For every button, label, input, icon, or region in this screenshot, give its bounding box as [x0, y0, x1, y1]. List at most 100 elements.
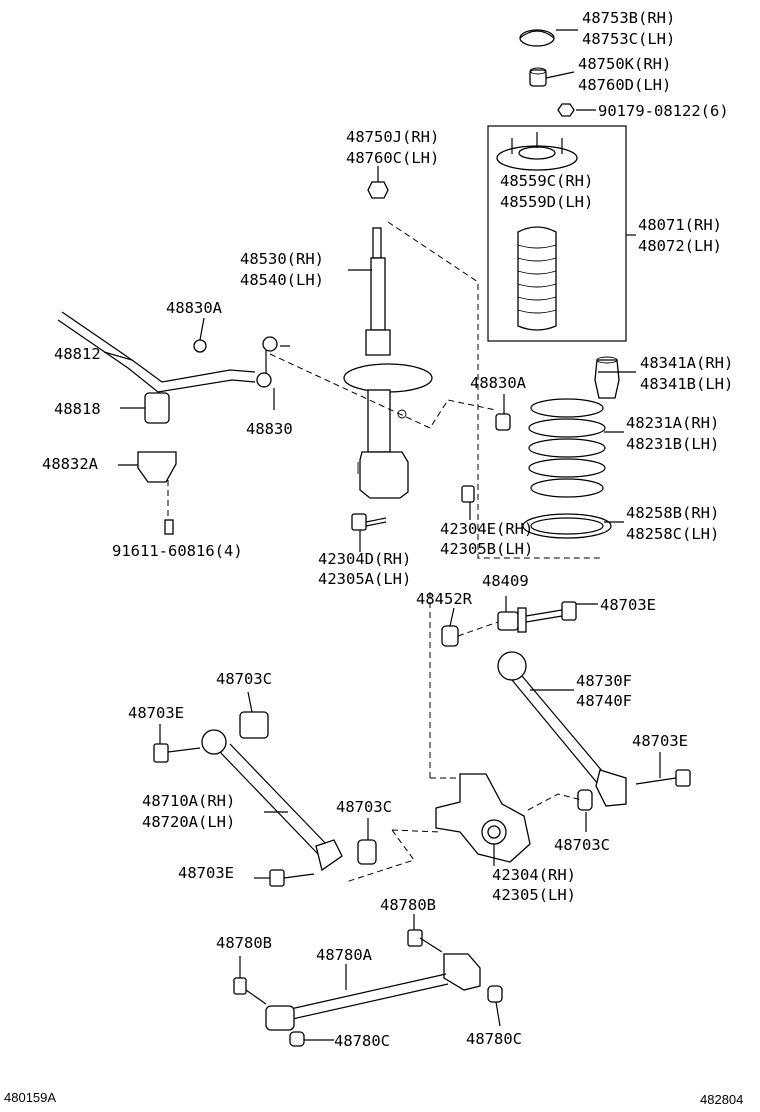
part-label-48703C-upper: 48703C	[216, 670, 272, 688]
svg-text:42305A(LH): 42305A(LH)	[318, 570, 411, 588]
strut-drawing	[343, 181, 433, 499]
part-label-48341: 48341A(RH) 48341B(LH)	[640, 354, 733, 393]
svg-text:90179-08122(6): 90179-08122(6)	[598, 102, 729, 120]
svg-text:91611-60816(4): 91611-60816(4)	[112, 542, 243, 560]
part-label-48830A-right: 48830A	[470, 374, 527, 392]
mount-bushing-drawing	[529, 67, 547, 87]
svg-text:48780B: 48780B	[216, 934, 272, 952]
part-label-48559: 48559C(RH) 48559D(LH)	[500, 172, 593, 211]
svg-text:48720A(LH): 48720A(LH)	[142, 813, 235, 831]
svg-text:48830: 48830	[246, 420, 293, 438]
svg-text:48703C: 48703C	[554, 836, 610, 854]
coil-spring-drawing	[528, 398, 606, 498]
part-label-48780A: 48780A	[316, 946, 373, 964]
svg-text:48750J(RH): 48750J(RH)	[346, 128, 439, 146]
part-label-48452R: 48452R	[416, 590, 473, 608]
lateral-arm-right-drawing	[497, 651, 691, 811]
svg-text:48071(RH): 48071(RH)	[638, 216, 722, 234]
svg-text:48780C: 48780C	[334, 1032, 390, 1050]
part-label-48071: 48071(RH) 48072(LH)	[638, 216, 722, 255]
trailing-arm-drawing	[233, 929, 503, 1047]
svg-text:48703E: 48703E	[178, 864, 234, 882]
part-label-48703E-left: 48703E	[128, 704, 184, 722]
leader-lines	[103, 29, 661, 1041]
svg-text:48812: 48812	[54, 345, 101, 363]
part-label-48258: 48258B(RH) 48258C(LH)	[626, 504, 719, 543]
part-label-48710A: 48710A(RH) 48720A(LH)	[142, 792, 235, 831]
svg-text:48750K(RH): 48750K(RH)	[578, 55, 671, 73]
part-label-48730F: 48730F 48740F	[576, 672, 632, 710]
svg-text:48832A: 48832A	[42, 455, 99, 473]
svg-text:48409: 48409	[482, 572, 529, 590]
svg-text:48818: 48818	[54, 400, 101, 418]
arm-bolt-group-drawing	[441, 601, 577, 647]
dust-boot-drawing	[517, 226, 557, 331]
svg-text:48780C: 48780C	[466, 1030, 522, 1048]
nut-drawing	[557, 103, 596, 117]
part-label-48703C-middle: 48703C	[336, 798, 392, 816]
svg-text:48258B(RH): 48258B(RH)	[626, 504, 719, 522]
svg-text:48703E: 48703E	[600, 596, 656, 614]
stabilizer-bracket-drawing	[118, 451, 177, 535]
strut-bolt-drawing	[351, 413, 511, 531]
part-label-42304E: 42304E(RH) 42305B(LH)	[440, 520, 533, 558]
part-label-48753: 48753B(RH) 48753C(LH)	[582, 9, 675, 48]
svg-text:48703C: 48703C	[216, 670, 272, 688]
svg-text:48760D(LH): 48760D(LH)	[578, 76, 671, 94]
part-label-42304: 42304(RH) 42305(LH)	[492, 866, 576, 904]
part-label-91611: 91611-60816(4)	[112, 542, 243, 560]
part-label-48409: 48409	[482, 572, 529, 590]
svg-text:42305B(LH): 42305B(LH)	[440, 540, 533, 558]
part-label-48703E-upper: 48703E	[600, 596, 656, 614]
svg-text:48780A: 48780A	[316, 946, 373, 964]
svg-text:48530(RH): 48530(RH)	[240, 250, 324, 268]
svg-text:48559C(RH): 48559C(RH)	[500, 172, 593, 190]
diagram-code-left: 480159A	[4, 1090, 56, 1105]
svg-text:48341A(RH): 48341A(RH)	[640, 354, 733, 372]
svg-text:48452R: 48452R	[416, 590, 473, 608]
part-label-48780B-upper: 48780B	[380, 896, 436, 914]
stabilizer-bushing-drawing	[120, 392, 170, 424]
strut-mount-cap-drawing	[519, 29, 555, 47]
upper-support-drawing	[496, 132, 578, 171]
part-label-48530: 48530(RH) 48540(LH)	[240, 250, 324, 289]
svg-text:48830A: 48830A	[166, 299, 223, 317]
part-label-48780C-left: 48780C	[334, 1032, 390, 1050]
rear-axle-carrier-drawing	[345, 590, 583, 883]
part-label-90179: 90179-08122(6)	[598, 102, 729, 120]
svg-text:48341B(LH): 48341B(LH)	[640, 375, 733, 393]
part-label-48780C-right: 48780C	[466, 1030, 522, 1048]
svg-text:42305(LH): 42305(LH)	[492, 886, 576, 904]
spring-insulator-drawing	[522, 513, 612, 539]
bump-stop-drawing	[594, 356, 620, 399]
part-label-48830: 48830	[246, 420, 293, 438]
svg-text:48703C: 48703C	[336, 798, 392, 816]
lateral-arm-left-drawing	[153, 711, 377, 887]
part-label-48231: 48231A(RH) 48231B(LH)	[626, 414, 719, 453]
svg-text:48072(LH): 48072(LH)	[638, 237, 722, 255]
svg-text:48710A(RH): 48710A(RH)	[142, 792, 235, 810]
svg-text:48559D(LH): 48559D(LH)	[500, 193, 593, 211]
upper-support-group-box	[487, 125, 627, 342]
svg-text:48740F: 48740F	[576, 692, 632, 710]
svg-text:48753B(RH): 48753B(RH)	[582, 9, 675, 27]
svg-text:48703E: 48703E	[632, 732, 688, 750]
part-label-48812: 48812	[54, 345, 101, 363]
diagram-code-right: 482804	[700, 1092, 743, 1107]
part-label-48818: 48818	[54, 400, 101, 418]
svg-text:42304(RH): 42304(RH)	[492, 866, 576, 884]
part-label-48703E-right: 48703E	[632, 732, 688, 750]
svg-text:48730F: 48730F	[576, 672, 632, 690]
svg-text:48231B(LH): 48231B(LH)	[626, 435, 719, 453]
svg-text:48760C(LH): 48760C(LH)	[346, 149, 439, 167]
part-label-48750K: 48750K(RH) 48760D(LH)	[578, 55, 671, 94]
svg-text:48753C(LH): 48753C(LH)	[582, 30, 675, 48]
svg-text:42304E(RH): 42304E(RH)	[440, 520, 533, 538]
part-label-48750J: 48750J(RH) 48760C(LH)	[346, 128, 439, 167]
svg-text:48703E: 48703E	[128, 704, 184, 722]
svg-text:48540(LH): 48540(LH)	[240, 271, 324, 289]
svg-text:42304D(RH): 42304D(RH)	[318, 550, 411, 568]
part-label-48830A-left: 48830A	[166, 299, 223, 317]
svg-text:48231A(RH): 48231A(RH)	[626, 414, 719, 432]
